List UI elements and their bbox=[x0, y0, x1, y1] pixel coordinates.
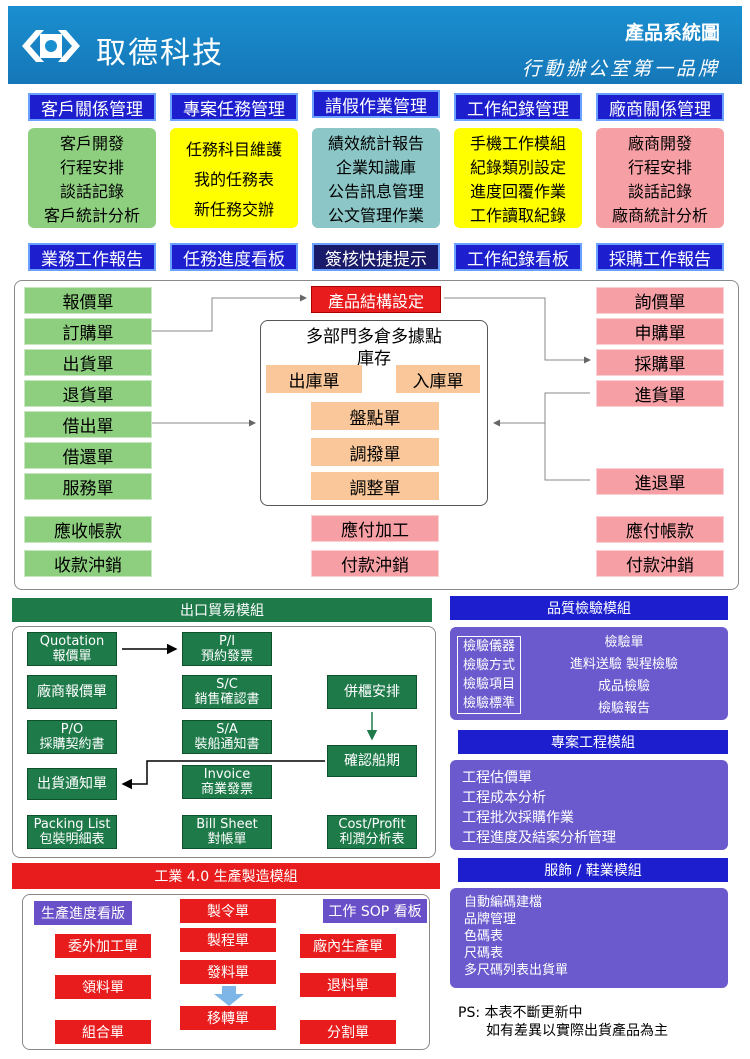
purchase-request[interactable]: 申購單 bbox=[596, 318, 724, 345]
inventory-adjust[interactable]: 調整單 bbox=[311, 472, 439, 500]
list-crm: 客戶開發行程安排談話記錄客戶統計分析 bbox=[28, 128, 156, 228]
sales-lend[interactable]: 借出單 bbox=[24, 411, 152, 438]
export-consolidate[interactable]: 併櫃安排 bbox=[327, 675, 417, 709]
company-name: 取德科技 bbox=[96, 36, 224, 71]
sales-service[interactable]: 服務單 bbox=[24, 473, 152, 500]
report-sales[interactable]: 業務工作報告 bbox=[28, 243, 156, 271]
mfg-return[interactable]: 退料單 bbox=[300, 973, 396, 997]
report-work-board[interactable]: 工作紀錄看板 bbox=[454, 243, 582, 271]
sales-return[interactable]: 退貨單 bbox=[24, 380, 152, 407]
page-title: 產品系統圖 bbox=[624, 22, 720, 44]
list-project-task: 任務科目維護我的任務表新任務交辦 bbox=[170, 128, 298, 228]
module-vendor[interactable]: 廠商關係管理 bbox=[596, 93, 724, 121]
sales-quotation[interactable]: 報價單 bbox=[24, 287, 152, 314]
export-title[interactable]: 出口貿易模組 bbox=[12, 598, 432, 622]
purchase-order[interactable]: 採購單 bbox=[596, 349, 724, 376]
quality-left-list: 檢驗儀器檢驗方式檢驗項目檢驗標準 bbox=[457, 636, 521, 714]
mfg-pick[interactable]: 領料單 bbox=[55, 975, 151, 999]
mfg-process[interactable]: 製程單 bbox=[180, 928, 276, 952]
apparel-title[interactable]: 服飾 / 鞋業模組 bbox=[458, 858, 728, 882]
purchase-ap[interactable]: 應付帳款 bbox=[596, 516, 724, 543]
mfg-issue[interactable]: 發料單 bbox=[180, 960, 276, 984]
module-work-log[interactable]: 工作紀錄管理 bbox=[454, 93, 582, 121]
sales-order[interactable]: 訂購單 bbox=[24, 318, 152, 345]
module-leave[interactable]: 請假作業管理 bbox=[312, 90, 440, 118]
inventory-in[interactable]: 入庫單 bbox=[396, 365, 480, 393]
mfg-inhouse[interactable]: 廠內生產單 bbox=[300, 934, 396, 958]
purchase-receipt[interactable]: 進貨單 bbox=[596, 380, 724, 407]
purchase-inquiry[interactable]: 詢價單 bbox=[596, 287, 724, 314]
mfg-work-order[interactable]: 製令單 bbox=[180, 899, 276, 923]
inventory-count[interactable]: 盤點單 bbox=[311, 402, 439, 430]
quality-title[interactable]: 品質檢驗模組 bbox=[450, 596, 728, 620]
ps-note: PS: 本表不斷更新中 bbox=[458, 1005, 583, 1021]
quality-right-list: 檢驗單進料送驗 製程檢驗成品檢驗檢驗報告 bbox=[569, 635, 679, 716]
ps-note-2: 如有差異以實際出貨產品為主 bbox=[486, 1023, 668, 1039]
purchase-payment[interactable]: 付款沖銷 bbox=[596, 550, 724, 577]
sales-shipment[interactable]: 出貨單 bbox=[24, 349, 152, 376]
sales-receipt[interactable]: 收款沖銷 bbox=[24, 550, 152, 577]
inventory-transfer[interactable]: 調撥單 bbox=[311, 438, 439, 466]
list-leave: 績效統計報告企業知識庫公告訊息管理公文管理作業 bbox=[312, 128, 440, 228]
manufacture-title[interactable]: 工業 4.0 生產製造模組 bbox=[12, 863, 440, 889]
module-project-task[interactable]: 專案任務管理 bbox=[170, 93, 298, 121]
mfg-assembly[interactable]: 組合單 bbox=[55, 1020, 151, 1044]
mfg-split[interactable]: 分割單 bbox=[300, 1020, 396, 1044]
report-purchase[interactable]: 採購工作報告 bbox=[596, 243, 724, 271]
report-task-board[interactable]: 任務進度看板 bbox=[170, 243, 298, 271]
down-arrow-icon bbox=[214, 986, 244, 1006]
production-board[interactable]: 生產進度看版 bbox=[34, 901, 132, 925]
processing-payment[interactable]: 付款沖銷 bbox=[311, 550, 439, 577]
export-confirm-ship[interactable]: 確認船期 bbox=[327, 745, 417, 777]
product-bom[interactable]: 產品結構設定 bbox=[311, 286, 441, 313]
sales-lend-return[interactable]: 借還單 bbox=[24, 442, 152, 469]
header-banner bbox=[8, 6, 742, 84]
apparel-panel: 自動編碼建檔品牌管理色碼表尺碼表多尺碼列表出貨單 bbox=[450, 888, 728, 988]
slogan: 行動辦公室第一品牌 bbox=[521, 58, 720, 80]
quality-panel bbox=[450, 627, 728, 720]
report-approval[interactable]: 簽核快捷提示 bbox=[312, 243, 440, 271]
module-crm[interactable]: 客戶關係管理 bbox=[28, 93, 156, 121]
list-work-log: 手機工作模組紀錄類別設定進度回覆作業工作讀取紀錄 bbox=[454, 128, 582, 228]
mfg-outsource[interactable]: 委外加工單 bbox=[55, 934, 151, 958]
processing-ap[interactable]: 應付加工 bbox=[311, 515, 439, 542]
mfg-transfer[interactable]: 移轉單 bbox=[180, 1006, 276, 1030]
purchase-return[interactable]: 進退單 bbox=[596, 468, 724, 495]
project-panel: 工程估價單工程成本分析工程批次採購作業工程進度及結案分析管理 bbox=[450, 760, 728, 850]
export-ship-notice[interactable]: 出貨通知單 bbox=[27, 768, 117, 800]
inventory-title: 多部門多倉多據點 bbox=[306, 327, 442, 347]
sales-ar[interactable]: 應收帳款 bbox=[24, 516, 152, 543]
export-vendor-quote[interactable]: 廠商報價單 bbox=[27, 675, 117, 709]
project-title[interactable]: 專案工程模組 bbox=[458, 730, 728, 754]
company-logo-icon bbox=[22, 30, 80, 62]
inventory-subtitle: 庫存 bbox=[357, 349, 391, 369]
inventory-out[interactable]: 出庫單 bbox=[266, 365, 362, 393]
list-vendor: 廠商開發行程安排談話記錄廠商統計分析 bbox=[596, 128, 724, 228]
sop-board[interactable]: 工作 SOP 看板 bbox=[323, 899, 427, 923]
